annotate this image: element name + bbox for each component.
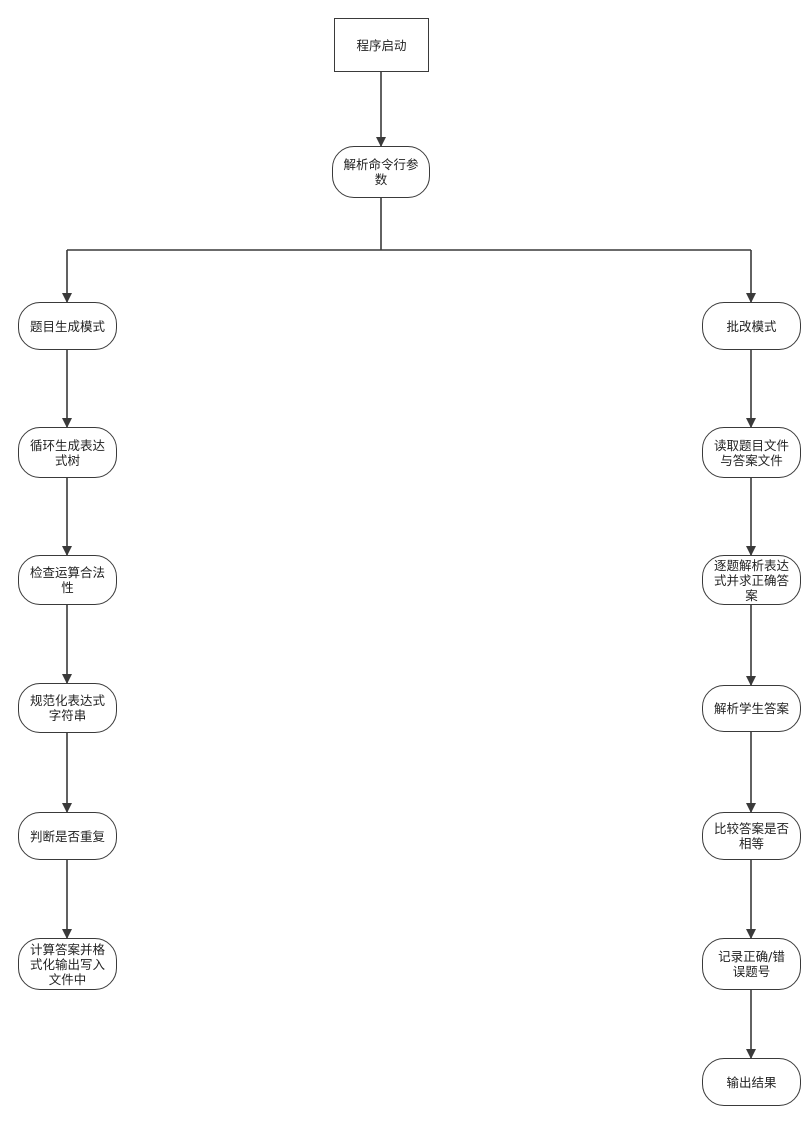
- node-generate-step-4: 判断是否重复: [18, 812, 117, 860]
- node-label-line: 判断是否重复: [29, 828, 105, 844]
- node-label-line: 读取题目文件: [713, 437, 789, 453]
- node-grade-step-5: 记录正确/错 误题号: [702, 938, 801, 990]
- node-start-label: 程序启动: [356, 37, 407, 53]
- node-label-line: 相等: [738, 836, 764, 851]
- node-generate-step-5: 计算答案并格 式化输出写入 文件中: [18, 938, 117, 990]
- node-grade-step-2: 逐题解析表达 式并求正确答 案: [702, 555, 801, 605]
- node-parse-args: 解析命令行参 数: [332, 146, 430, 198]
- node-label-line: 式树: [54, 452, 80, 468]
- node-label-line: 解析学生答案: [713, 701, 789, 716]
- node-label-line: 记录正确/错: [718, 949, 785, 964]
- node-label-line: 题目生成模式: [29, 318, 105, 334]
- node-label-line: 输出结果: [726, 1074, 777, 1090]
- node-label-line: 解析命令行参: [343, 157, 419, 172]
- node-grade-step-4: 比较答案是否 相等: [702, 812, 801, 860]
- node-label-line: 数: [374, 172, 388, 187]
- node-grade-step-3: 解析学生答案: [702, 685, 801, 732]
- node-label-line: 式化输出写入: [29, 956, 105, 972]
- node-label-line: 式并求正确答: [713, 572, 789, 588]
- node-grade-step-1: 读取题目文件 与答案文件: [702, 427, 801, 478]
- node-grade-step-6: 输出结果: [702, 1058, 801, 1106]
- node-label-line: 性: [61, 580, 74, 595]
- node-label-line: 批改模式: [726, 318, 777, 334]
- node-label-line: 计算答案并格: [29, 941, 105, 957]
- node-label-line: 比较答案是否: [713, 821, 789, 836]
- node-label-line: 检查运算合法: [29, 565, 105, 580]
- node-label-line: 字符串: [48, 708, 87, 723]
- node-generate-step-2: 检查运算合法 性: [18, 555, 117, 605]
- node-generate-step-3: 规范化表达式 字符串: [18, 683, 117, 733]
- node-label-line: 与答案文件: [720, 452, 783, 468]
- node-label-line: 误题号: [732, 964, 771, 979]
- node-label-line: 逐题解析表达: [713, 557, 789, 573]
- node-label-line: 循环生成表达: [29, 437, 105, 453]
- node-label-line: 案: [745, 587, 758, 603]
- node-label-line: 规范化表达式: [29, 693, 105, 708]
- node-generate-mode: 题目生成模式: [18, 302, 117, 350]
- node-generate-step-1: 循环生成表达 式树: [18, 427, 117, 478]
- node-start: 程序启动: [334, 18, 429, 72]
- node-label-line: 文件中: [48, 971, 87, 987]
- node-grade-mode: 批改模式: [702, 302, 801, 350]
